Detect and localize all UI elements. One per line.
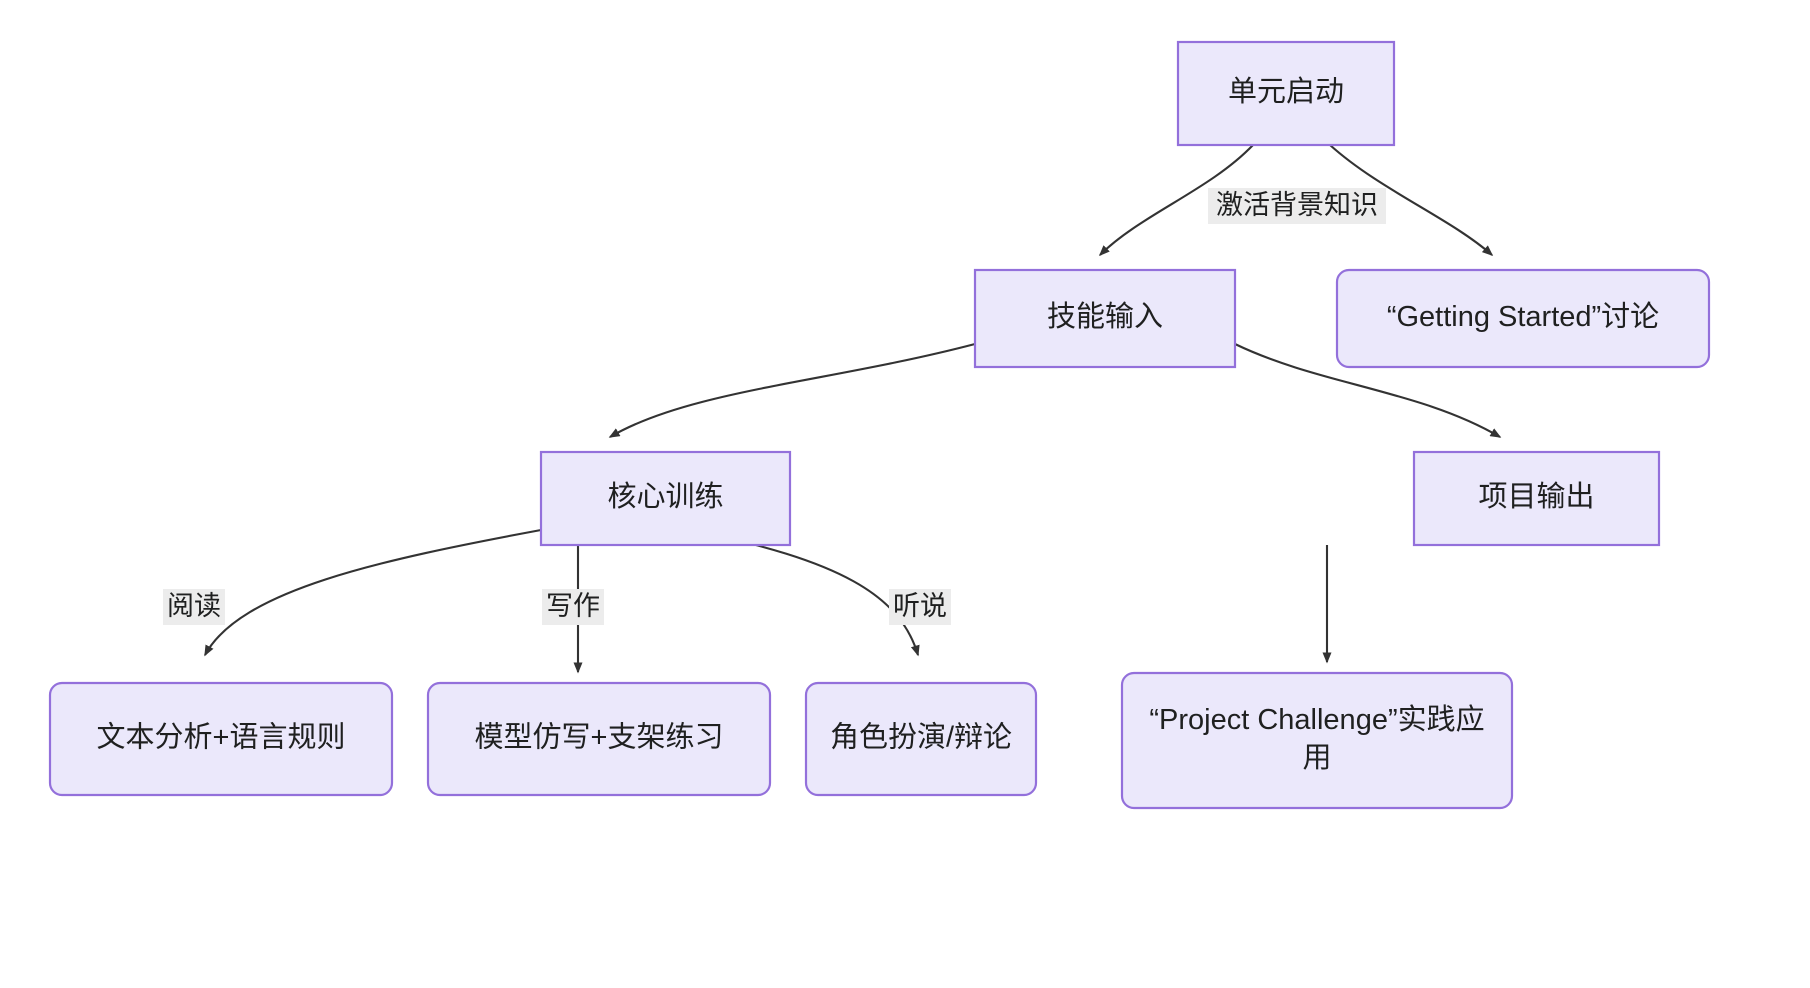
node-label-text: 单元启动 bbox=[1228, 75, 1344, 108]
edges-layer bbox=[204, 144, 1502, 674]
node-box[interactable] bbox=[1120, 671, 1514, 810]
edge-label-text: 听说 bbox=[893, 591, 947, 621]
node-label-text: 用 bbox=[1302, 742, 1331, 774]
node-label-text: 角色扮演/辩论 bbox=[830, 721, 1012, 754]
node-box[interactable] bbox=[1412, 450, 1661, 547]
node-role-play[interactable]: 角色扮演/辩论 bbox=[804, 681, 1038, 797]
edge-line bbox=[204, 528, 542, 657]
node-label-text: 技能输入 bbox=[1047, 300, 1163, 333]
node-text-analysis[interactable]: 文本分析+语言规则 bbox=[48, 681, 394, 797]
node-box[interactable] bbox=[48, 681, 394, 797]
node-label-text: 项目输出 bbox=[1478, 480, 1594, 513]
edge-line bbox=[608, 342, 976, 438]
edge-skill-input-to-core-training bbox=[608, 342, 976, 438]
edge-line bbox=[1098, 144, 1254, 257]
edge-label-core-training-to-text-analysis: 阅读 bbox=[163, 589, 225, 625]
edge-label-text: 写作 bbox=[546, 591, 600, 621]
node-box[interactable] bbox=[804, 681, 1038, 797]
node-label-text: 模型仿写+支架练习 bbox=[475, 721, 724, 754]
node-unit-start[interactable]: 单元启动 bbox=[1176, 40, 1396, 147]
node-skill-input[interactable]: 技能输入 bbox=[973, 268, 1237, 369]
edge-label-background bbox=[163, 589, 225, 625]
node-box[interactable] bbox=[1176, 40, 1396, 147]
edge-label-core-training-to-model-writing: 写作 bbox=[542, 589, 604, 625]
edge-unit-start-to-skill-input bbox=[1098, 144, 1254, 257]
node-label-text: 文本分析+语言规则 bbox=[97, 721, 346, 754]
node-model-writing[interactable]: 模型仿写+支架练习 bbox=[426, 681, 772, 797]
edge-line bbox=[689, 528, 920, 657]
node-box[interactable] bbox=[539, 450, 792, 547]
node-core-training[interactable]: 核心训练 bbox=[539, 450, 792, 547]
edge-core-training-to-role-play bbox=[689, 528, 920, 657]
edge-label-background bbox=[1208, 188, 1386, 224]
node-label-text: “Project Challenge”实践应 bbox=[1149, 703, 1484, 736]
node-getting-started[interactable]: “Getting Started”讨论 bbox=[1335, 268, 1711, 369]
node-label-text: “Getting Started”讨论 bbox=[1387, 300, 1659, 333]
edge-label-text: 激活背景知识 bbox=[1216, 190, 1378, 220]
edge-label-background bbox=[542, 589, 604, 625]
edge-label-background bbox=[889, 589, 951, 625]
edge-unit-start-to-getting-started bbox=[1329, 144, 1494, 256]
edge-label-unit-start-to-getting-started: 激活背景知识 bbox=[1208, 188, 1386, 224]
edge-line bbox=[1234, 343, 1502, 438]
node-project-output[interactable]: 项目输出 bbox=[1412, 450, 1661, 547]
node-box[interactable] bbox=[1335, 268, 1711, 369]
edge-core-training-to-text-analysis bbox=[204, 528, 542, 657]
node-label-text: 核心训练 bbox=[607, 480, 723, 513]
edge-label-text: 阅读 bbox=[167, 591, 221, 621]
edge-skill-input-to-project-output bbox=[1234, 343, 1502, 438]
edge-line bbox=[1329, 144, 1494, 256]
edge-label-core-training-to-role-play: 听说 bbox=[889, 589, 951, 625]
node-box[interactable] bbox=[973, 268, 1237, 369]
node-box[interactable] bbox=[426, 681, 772, 797]
